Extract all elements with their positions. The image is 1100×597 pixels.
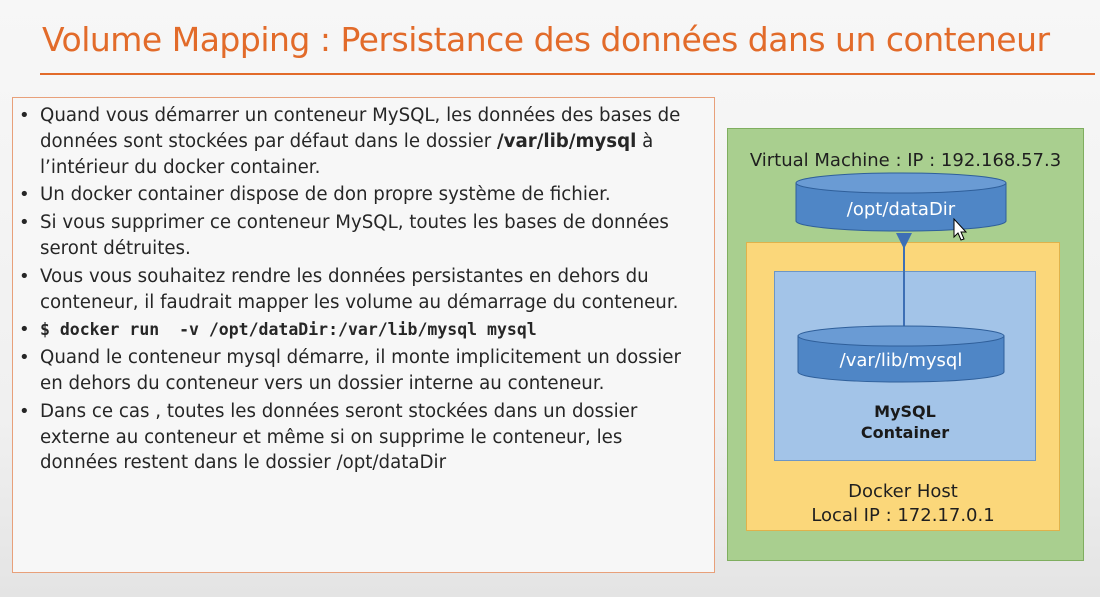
bullet-item: • $ docker run -v /opt/dataDir:/var/lib/…: [13, 317, 714, 343]
bullet-item: • Quand vous démarrer un conteneur MySQL…: [13, 103, 714, 180]
bullet-text: Un docker container dispose de don propr…: [40, 184, 611, 206]
vm-label: Virtual Machine : IP : 192.168.57.3: [749, 150, 1062, 171]
docker-host-label-line1: Docker Host: [848, 481, 958, 502]
host-volume-label: /opt/dataDir: [847, 199, 956, 220]
bullet-item: • Quand le conteneur mysql démarre, il m…: [13, 345, 714, 397]
container-label-line1: MySQL: [874, 402, 936, 421]
bullet-dot-icon: •: [19, 212, 30, 234]
arrow-cursor-icon: [953, 217, 968, 241]
bullet-dot-icon: •: [19, 105, 30, 126]
host-volume-cylinder: /opt/dataDir: [795, 172, 1007, 232]
bullet-text: Quand vous démarrer un conteneur MySQL, …: [40, 105, 681, 152]
bullet-item: • Dans ce cas , toutes les données seron…: [13, 399, 714, 476]
bullet-text: Vous vous souhaitez rendre les données p…: [40, 265, 679, 313]
virtual-machine-box: Virtual Machine : IP : 192.168.57.3 MySQ…: [727, 128, 1084, 561]
bullet-item: • Un docker container dispose de don pro…: [13, 182, 714, 208]
container-label: MySQL Container: [775, 401, 1035, 443]
title-underline: [40, 73, 1095, 75]
bullet-dot-icon: •: [19, 347, 30, 369]
docker-host-label-line2: Local IP : 172.17.0.1: [811, 505, 995, 526]
bullet-text-box: • Quand vous démarrer un conteneur MySQL…: [12, 97, 715, 573]
bullet-item: • Si vous supprimer ce conteneur MySQL, …: [13, 210, 714, 262]
bullet-bold-path: /var/lib/mysql: [496, 130, 637, 152]
bullet-dot-icon: •: [19, 319, 30, 341]
bullet-list: • Quand vous démarrer un conteneur MySQL…: [13, 98, 714, 476]
volume-diagram-svg: /opt/dataDir /var/lib/mysql: [795, 172, 1007, 383]
bullet-text: Dans ce cas , toutes les données seront …: [40, 400, 638, 474]
container-volume-label: /var/lib/mysql: [840, 350, 963, 371]
container-volume-cylinder: /var/lib/mysql: [797, 325, 1005, 383]
bullet-item: • Vous vous souhaitez rendre les données…: [13, 264, 714, 316]
docker-host-label: Docker Host Local IP : 172.17.0.1: [747, 480, 1059, 528]
container-label-line2: Container: [860, 423, 950, 442]
bullet-dot-icon: •: [19, 265, 30, 287]
bullet-dot-icon: •: [19, 184, 30, 206]
bullet-text: Si vous supprimer ce conteneur MySQL, to…: [40, 212, 669, 259]
docker-run-command: $ docker run -v /opt/dataDir:/var/lib/my…: [40, 320, 537, 340]
bullet-text: à l’intérieur du docker container.: [40, 130, 654, 178]
bullet-text: Quand le conteneur mysql démarre, il mon…: [40, 347, 681, 394]
bullet-dot-icon: •: [19, 400, 30, 422]
slide-title: Volume Mapping : Persistance des données…: [42, 20, 1050, 59]
